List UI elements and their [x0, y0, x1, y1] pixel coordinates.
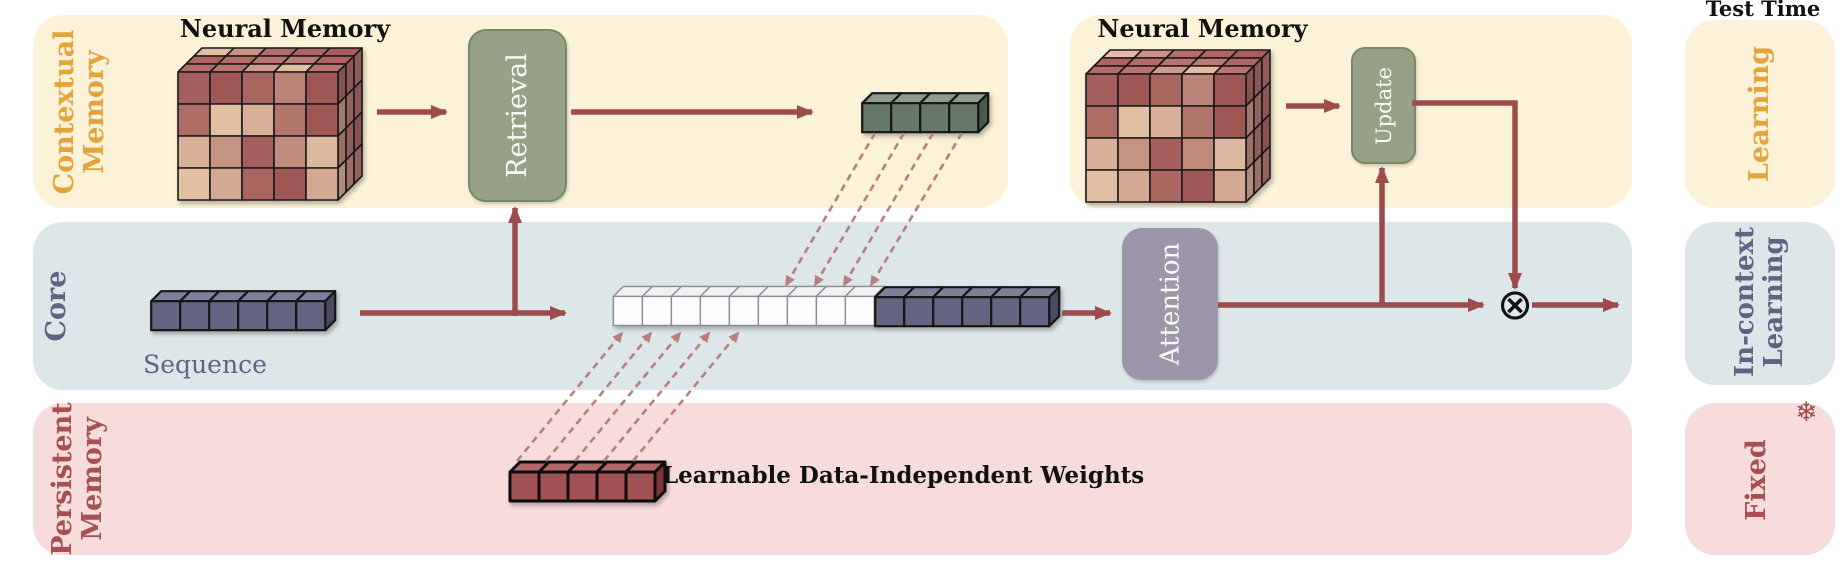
learning-label: Learning	[1738, 19, 1782, 209]
update-node-label: Update	[1371, 66, 1396, 145]
context-white-cube-row	[611, 284, 887, 328]
label-line: Memory	[77, 417, 108, 541]
neural-memory-stack-right	[1084, 48, 1272, 204]
update-node: Update	[1351, 47, 1416, 164]
neural-memory-title-left: Neural Memory	[179, 14, 391, 43]
sequence-label: Sequence	[143, 350, 267, 379]
learning-box	[1685, 20, 1835, 208]
attention-node: Attention	[1122, 228, 1218, 380]
persistent-memory-label: Persistent Memory	[40, 379, 116, 564]
in-context-learning-box	[1685, 222, 1835, 385]
label-line: Persistent	[46, 402, 78, 556]
learnable-weights-label: Learnable Data-Independent Weights	[662, 462, 1145, 489]
sequence-cube-row	[148, 288, 338, 333]
retrieval-node-label: Retrieval	[502, 53, 534, 178]
label-line: Core	[40, 270, 72, 342]
label-line: Learning	[1759, 236, 1789, 368]
fixed-label: Fixed	[1735, 405, 1779, 555]
neural-memory-stack-left	[176, 46, 364, 202]
in-context-learning-label: In-context Learning	[1720, 217, 1800, 387]
label-line: Memory	[79, 50, 110, 174]
retrieval-node: Retrieval	[468, 29, 567, 202]
fixed-box	[1685, 403, 1835, 555]
snowflake-icon: ❄	[1795, 397, 1818, 428]
context-purple-cube-row	[872, 284, 1062, 329]
neural-memory-title-right: Neural Memory	[1097, 14, 1308, 43]
persistent-memory-band	[33, 403, 1632, 555]
label-line: Learning	[1743, 45, 1775, 183]
label-line: Contextual	[48, 29, 80, 195]
attention-node-label: Attention	[1155, 242, 1186, 366]
persistent-weights-cube-row	[506, 458, 669, 505]
otimes-symbol: ⊗	[1496, 279, 1534, 330]
test-time-label: Test Time	[1705, 0, 1821, 21]
label-line: In-context	[1729, 227, 1760, 377]
contextual-memory-label: Contextual Memory	[42, 12, 118, 212]
label-line: Fixed	[1740, 439, 1772, 521]
retrieved-memory-cube-row	[859, 90, 991, 135]
core-label: Core	[37, 221, 77, 391]
